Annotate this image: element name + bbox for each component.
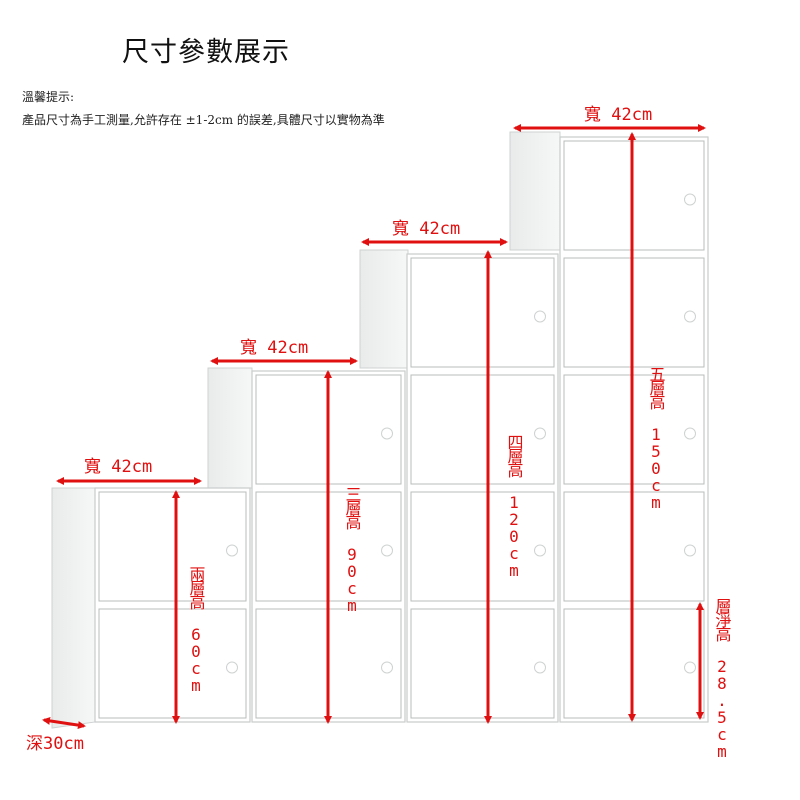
cabinet-door xyxy=(98,491,247,602)
door-knob xyxy=(534,310,546,323)
door-knob xyxy=(226,661,238,674)
width-label-1: 寬 42cm xyxy=(84,457,152,477)
door-knob xyxy=(684,544,696,557)
door-knob xyxy=(381,544,393,557)
door-knob xyxy=(381,661,393,674)
width-label-4: 寬 42cm xyxy=(584,105,652,125)
height-label-3: 三層高 90cm xyxy=(343,486,362,613)
cabinet-door xyxy=(563,374,705,485)
cabinet-side-col4 xyxy=(509,131,561,251)
width-label-3: 寬 42cm xyxy=(392,219,460,239)
cabinet-door xyxy=(410,608,555,719)
width-label-2: 寬 42cm xyxy=(240,338,308,358)
door-knob xyxy=(684,193,696,206)
cabinet-door xyxy=(563,140,705,251)
cabinet-door xyxy=(563,491,705,602)
door-knob xyxy=(684,310,696,323)
cabinet-door xyxy=(410,257,555,368)
cabinet-side-col3 xyxy=(359,249,409,369)
door-knob xyxy=(534,427,546,440)
height-label-5: 五層高 150cm xyxy=(647,366,666,510)
door-knob xyxy=(226,544,238,557)
door-knob xyxy=(381,427,393,440)
cabinet-door xyxy=(410,491,555,602)
cabinet-side-col2 xyxy=(207,367,253,489)
door-knob xyxy=(534,544,546,557)
depth-label: 深30cm xyxy=(26,734,84,754)
tip-text: 產品尺寸為手工測量,允許存在 ±1-2cm 的誤差,具體尺寸以實物為準 xyxy=(22,113,385,127)
height-label-2: 兩層高 60cm xyxy=(187,566,206,693)
door-knob xyxy=(684,661,696,674)
cabinet-door xyxy=(410,374,555,485)
height-label-4: 四層高 120cm xyxy=(505,434,524,578)
cabinet-door xyxy=(563,608,705,719)
door-knob xyxy=(684,427,696,440)
cabinet-door xyxy=(563,257,705,368)
tip-heading: 溫馨提示: xyxy=(22,90,75,104)
depth-arrow xyxy=(42,716,86,730)
shelf-height-label: 層淨高 28.5cm xyxy=(713,598,732,759)
page-title: 尺寸參數展示 xyxy=(122,37,290,68)
door-knob xyxy=(534,661,546,674)
cabinet-door xyxy=(98,608,247,719)
cabinet-side-col1 xyxy=(51,487,96,729)
